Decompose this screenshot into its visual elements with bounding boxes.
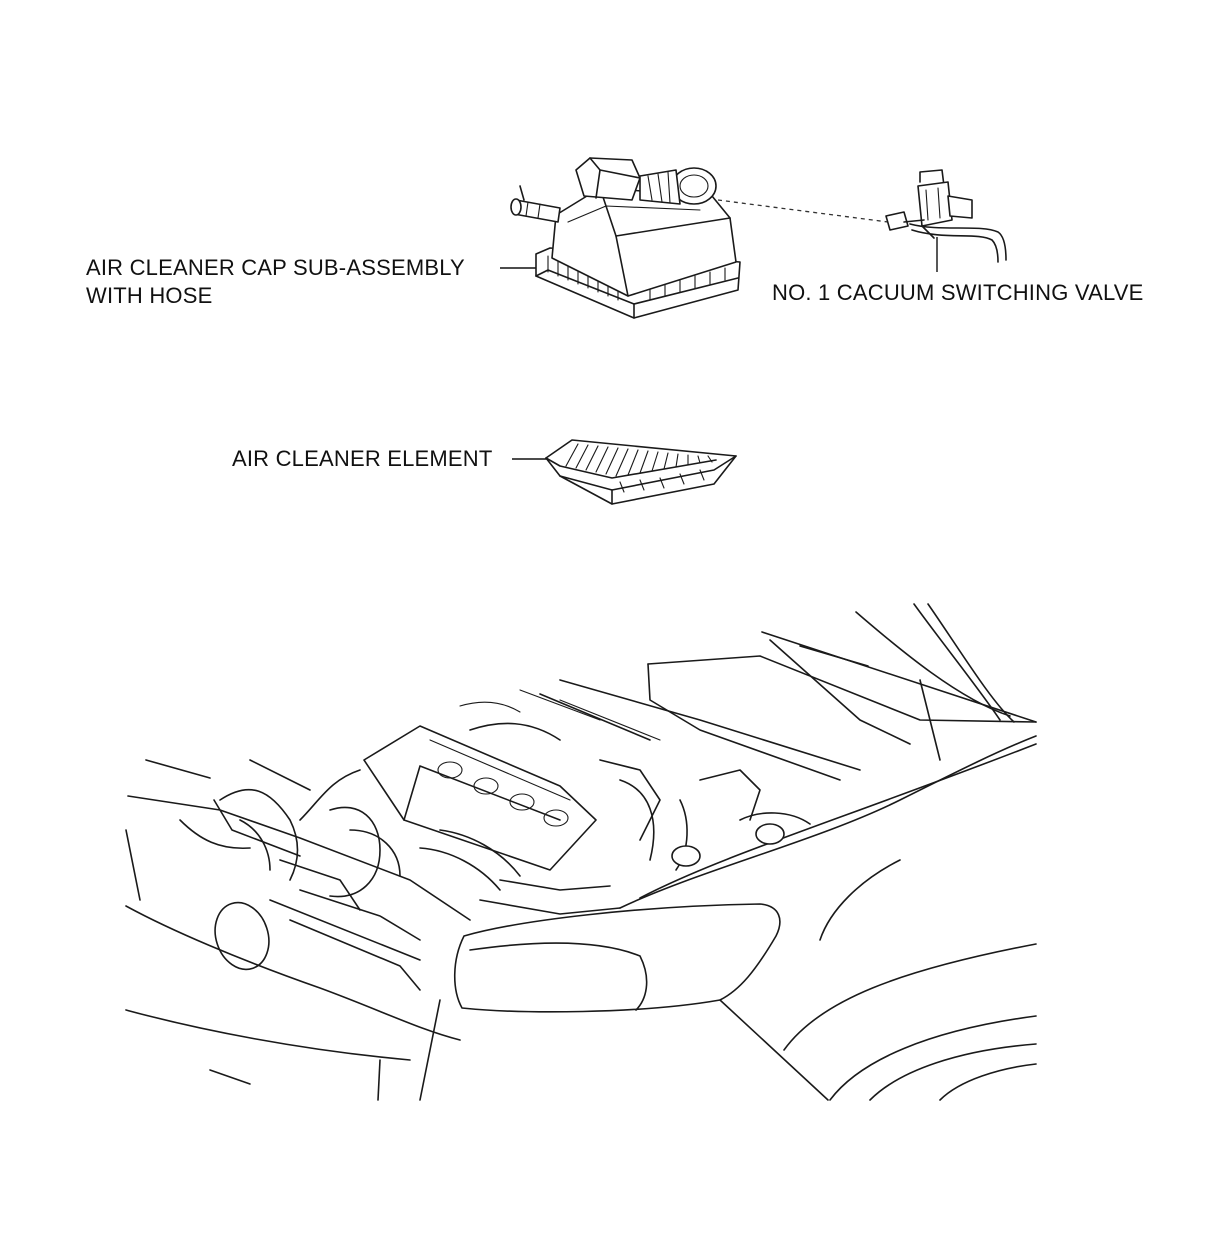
- vacuum-switching-valve-icon: [885, 169, 1007, 263]
- air-cleaner-cap-icon: [510, 157, 741, 319]
- element-label: AIR CLEANER ELEMENT: [232, 446, 493, 471]
- cap-label-line2: WITH HOSE: [86, 283, 213, 308]
- cap-to-valve-dashed-line: [717, 199, 889, 223]
- valve-label: NO. 1 CACUUM SWITCHING VALVE: [772, 280, 1144, 305]
- vehicle-engine-bay-icon: [125, 603, 1037, 1101]
- cap-label-line1: AIR CLEANER CAP SUB-ASSEMBLY: [86, 255, 465, 280]
- air-cleaner-element-icon: [545, 439, 737, 505]
